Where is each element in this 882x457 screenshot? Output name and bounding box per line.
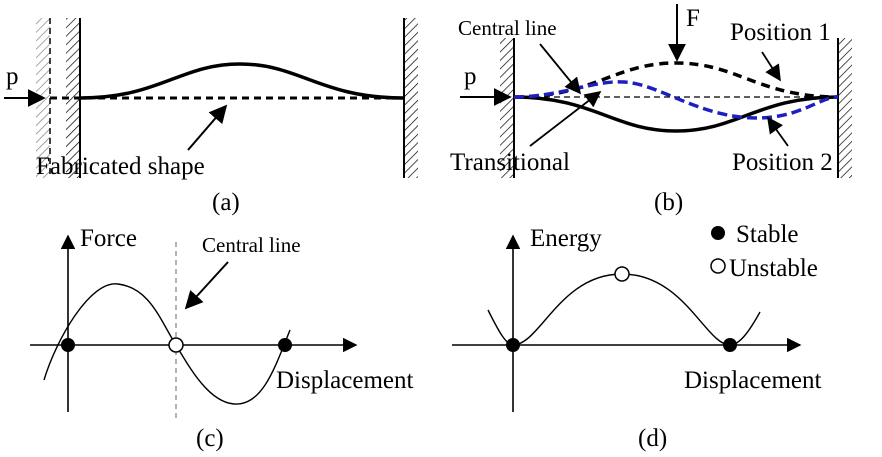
position-2-pointer xyxy=(767,116,789,147)
panel-c: Force Displacement Central line (c) xyxy=(30,225,414,452)
left-support-hatch xyxy=(66,18,80,178)
panel-d: Energy Displacement (d) xyxy=(452,225,822,452)
x-axis-label-d: Displacement xyxy=(684,367,822,394)
unstable-point-d xyxy=(614,266,630,282)
y-axis-label-c: Force xyxy=(80,225,137,252)
force-label-p-b: p xyxy=(464,63,477,90)
transitional-label: Transitional xyxy=(450,149,570,176)
transitional-pointer xyxy=(529,91,602,147)
legend-stable-marker xyxy=(711,226,725,240)
central-line-label-b: Central line xyxy=(458,16,557,40)
position-1-label: Position 1 xyxy=(730,19,831,46)
legend-unstable-label: Unstable xyxy=(729,255,818,282)
position-2-label: Position 2 xyxy=(732,149,833,176)
right-support-hatch-b xyxy=(838,38,852,178)
legend: Stable Unstable xyxy=(710,221,818,282)
panel-b: p F Central line Position 1 Position 2 T… xyxy=(450,4,852,216)
panel-a: p Fabricated shape (a) xyxy=(4,18,418,216)
fabricated-beam-curve xyxy=(79,62,405,100)
transitional-curve xyxy=(513,80,839,120)
force-label-p: p xyxy=(6,63,19,90)
central-line-label-c: Central line xyxy=(202,233,301,257)
stable-point-c-right xyxy=(278,338,292,352)
stable-point-c-left xyxy=(61,338,75,352)
stable-point-d-left xyxy=(506,338,520,352)
central-line-pointer-c xyxy=(184,261,229,310)
fabricated-shape-label: Fabricated shape xyxy=(36,153,205,180)
unstable-point-c xyxy=(168,337,184,353)
position-1-pointer xyxy=(761,51,781,82)
central-line-pointer xyxy=(539,43,582,95)
stable-point-d-right xyxy=(723,338,737,352)
legend-stable-label: Stable xyxy=(736,221,799,248)
y-axis-label-d: Energy xyxy=(530,225,602,252)
force-displacement-curve xyxy=(43,283,291,405)
right-support-hatch xyxy=(404,18,418,178)
left-support-hatch-b xyxy=(500,38,514,178)
legend-unstable-marker xyxy=(710,258,726,274)
caption-d: (d) xyxy=(638,425,667,452)
position-2-curve xyxy=(513,95,839,133)
caption-c: (c) xyxy=(196,425,224,452)
shape-pointer-arrow xyxy=(187,104,228,151)
force-label-f: F xyxy=(686,5,700,32)
caption-a: (a) xyxy=(212,189,240,216)
energy-displacement-curve xyxy=(487,273,761,346)
caption-b: (b) xyxy=(654,189,683,216)
x-axis-label-c: Displacement xyxy=(276,367,414,394)
